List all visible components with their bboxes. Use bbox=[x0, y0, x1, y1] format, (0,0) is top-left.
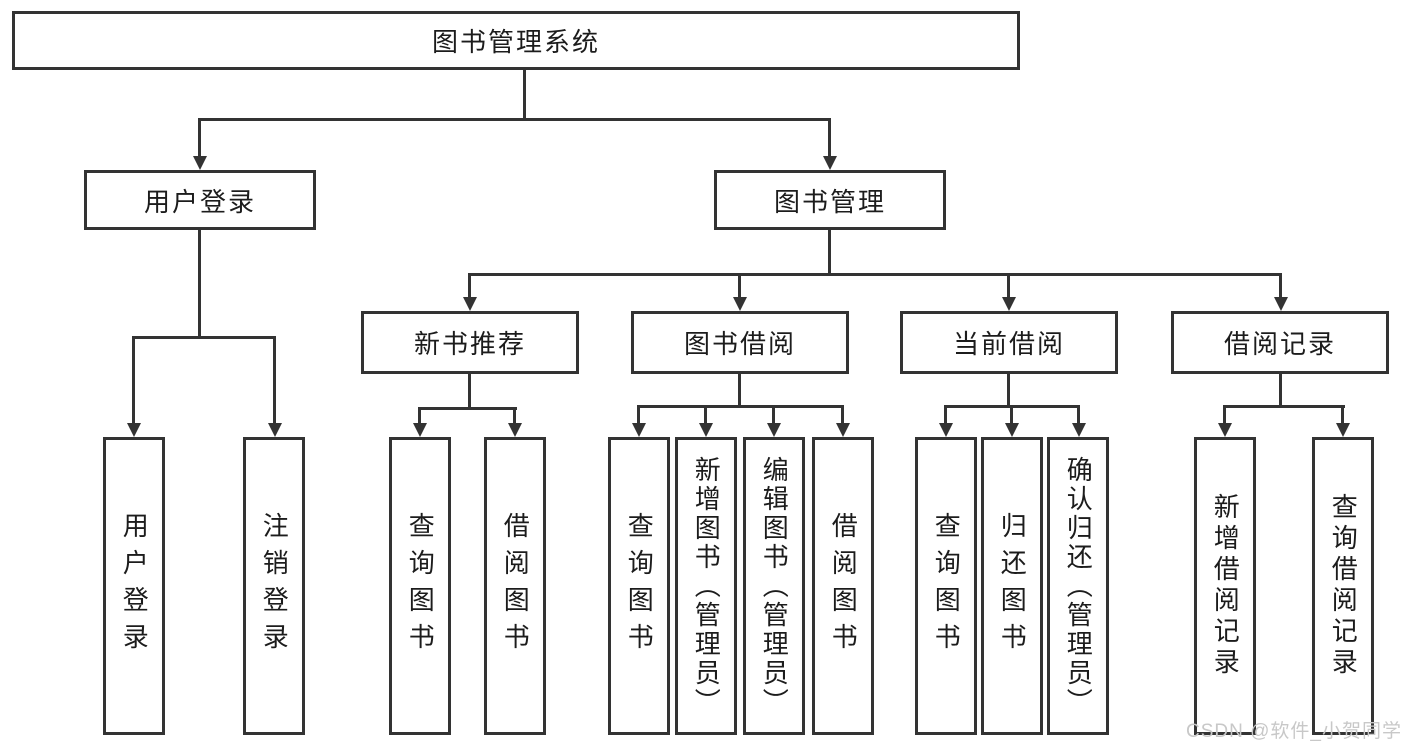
connector-line bbox=[523, 70, 526, 118]
arrow-down-icon bbox=[1072, 423, 1086, 437]
arrow-down-icon bbox=[699, 423, 713, 437]
arrow-down-icon bbox=[268, 423, 282, 437]
arrow-down-icon bbox=[1274, 297, 1288, 311]
arrow-down-icon bbox=[463, 297, 477, 311]
connector-line bbox=[637, 405, 844, 408]
arrow-down-icon bbox=[836, 423, 850, 437]
connector-line bbox=[198, 230, 201, 336]
node-borrowing-records-label: 借阅记录 bbox=[1223, 329, 1336, 359]
node-library-system: 图书管理系统 bbox=[12, 11, 1020, 70]
arrow-down-icon bbox=[939, 423, 953, 437]
leaf-bb-edit-books-admin: 编辑图书（管理员） bbox=[743, 437, 805, 735]
connector-line bbox=[738, 273, 741, 299]
connector-line bbox=[828, 230, 831, 273]
leaf-br-add-record: 新增借阅记录 bbox=[1194, 437, 1256, 735]
node-book-borrowing: 图书借阅 bbox=[631, 311, 849, 374]
connector-line bbox=[198, 118, 201, 157]
arrow-down-icon bbox=[193, 156, 207, 170]
leaf-cb-query-books-label: 查询图书 bbox=[931, 512, 962, 660]
connector-line bbox=[1341, 405, 1344, 424]
connector-line bbox=[1010, 405, 1013, 424]
connector-line bbox=[1279, 273, 1282, 299]
arrow-down-icon bbox=[1005, 423, 1019, 437]
connector-line bbox=[772, 405, 775, 424]
node-book-management: 图书管理 bbox=[714, 170, 946, 230]
arrow-down-icon bbox=[733, 297, 747, 311]
leaf-user-login: 用户登录 bbox=[103, 437, 165, 735]
arrow-down-icon bbox=[823, 156, 837, 170]
leaf-bb-query-books: 查询图书 bbox=[608, 437, 670, 735]
connector-line bbox=[1223, 405, 1226, 424]
connector-line bbox=[841, 405, 844, 424]
arrow-down-icon bbox=[632, 423, 646, 437]
leaf-bb-edit-books-admin-label: 编辑图书（管理员） bbox=[759, 455, 790, 717]
node-current-borrowing: 当前借阅 bbox=[900, 311, 1118, 374]
leaf-logout-label: 注销登录 bbox=[259, 512, 290, 660]
leaf-bb-query-books-label: 查询图书 bbox=[624, 512, 655, 660]
arrow-down-icon bbox=[767, 423, 781, 437]
connector-line bbox=[828, 118, 831, 157]
leaf-bb-borrow-books-label: 借阅图书 bbox=[828, 512, 859, 660]
connector-line bbox=[273, 336, 276, 424]
node-current-borrowing-label: 当前借阅 bbox=[952, 329, 1065, 359]
leaf-cb-confirm-return-admin: 确认归还（管理员） bbox=[1047, 437, 1109, 735]
connector-line bbox=[1007, 374, 1010, 405]
connector-line bbox=[418, 407, 517, 410]
connector-line bbox=[944, 405, 947, 424]
node-book-management-label: 图书管理 bbox=[773, 186, 886, 217]
leaf-bb-add-books-admin: 新增图书（管理员） bbox=[675, 437, 737, 735]
leaf-bb-borrow-books: 借阅图书 bbox=[812, 437, 874, 735]
leaf-br-query-record-label: 查询借阅记录 bbox=[1328, 493, 1359, 679]
arrow-down-icon bbox=[127, 423, 141, 437]
connector-line bbox=[132, 336, 135, 424]
leaf-br-add-record-label: 新增借阅记录 bbox=[1210, 493, 1241, 679]
leaf-nb-borrow-books-label: 借阅图书 bbox=[500, 512, 531, 660]
leaf-cb-confirm-return-admin-label: 确认归还（管理员） bbox=[1063, 455, 1094, 717]
connector-line bbox=[418, 407, 421, 424]
node-borrowing-records: 借阅记录 bbox=[1171, 311, 1389, 374]
leaf-br-query-record: 查询借阅记录 bbox=[1312, 437, 1374, 735]
leaf-nb-query-books: 查询图书 bbox=[389, 437, 451, 735]
connector-line bbox=[1279, 374, 1282, 405]
connector-line bbox=[198, 118, 831, 121]
node-user-login: 用户登录 bbox=[84, 170, 316, 230]
connector-line bbox=[1223, 405, 1345, 408]
node-library-system-label: 图书管理系统 bbox=[431, 27, 600, 57]
arrow-down-icon bbox=[413, 423, 427, 437]
arrow-down-icon bbox=[1336, 423, 1350, 437]
connector-line bbox=[132, 336, 276, 339]
connector-line bbox=[513, 407, 516, 424]
leaf-user-login-label: 用户登录 bbox=[119, 512, 150, 660]
connector-line bbox=[704, 405, 707, 424]
connector-line bbox=[1077, 405, 1080, 424]
connector-line bbox=[468, 374, 471, 407]
connector-line bbox=[468, 273, 1282, 276]
connector-line bbox=[468, 273, 471, 299]
leaf-cb-return-books: 归还图书 bbox=[981, 437, 1043, 735]
connector-line bbox=[637, 405, 640, 424]
leaf-nb-borrow-books: 借阅图书 bbox=[484, 437, 546, 735]
leaf-nb-query-books-label: 查询图书 bbox=[405, 512, 436, 660]
leaf-cb-query-books: 查询图书 bbox=[915, 437, 977, 735]
node-book-borrowing-label: 图书借阅 bbox=[683, 329, 796, 359]
leaf-cb-return-books-label: 归还图书 bbox=[997, 512, 1028, 660]
arrow-down-icon bbox=[1218, 423, 1232, 437]
leaf-logout: 注销登录 bbox=[243, 437, 305, 735]
node-user-login-label: 用户登录 bbox=[143, 186, 256, 217]
arrow-down-icon bbox=[508, 423, 522, 437]
node-new-book-recommend-label: 新书推荐 bbox=[413, 329, 526, 359]
connector-line bbox=[738, 374, 741, 405]
node-new-book-recommend: 新书推荐 bbox=[361, 311, 579, 374]
watermark: CSDN @软件_小贺同学 bbox=[1186, 721, 1402, 742]
leaf-bb-add-books-admin-label: 新增图书（管理员） bbox=[691, 455, 722, 717]
connector-line bbox=[1007, 273, 1010, 299]
arrow-down-icon bbox=[1002, 297, 1016, 311]
